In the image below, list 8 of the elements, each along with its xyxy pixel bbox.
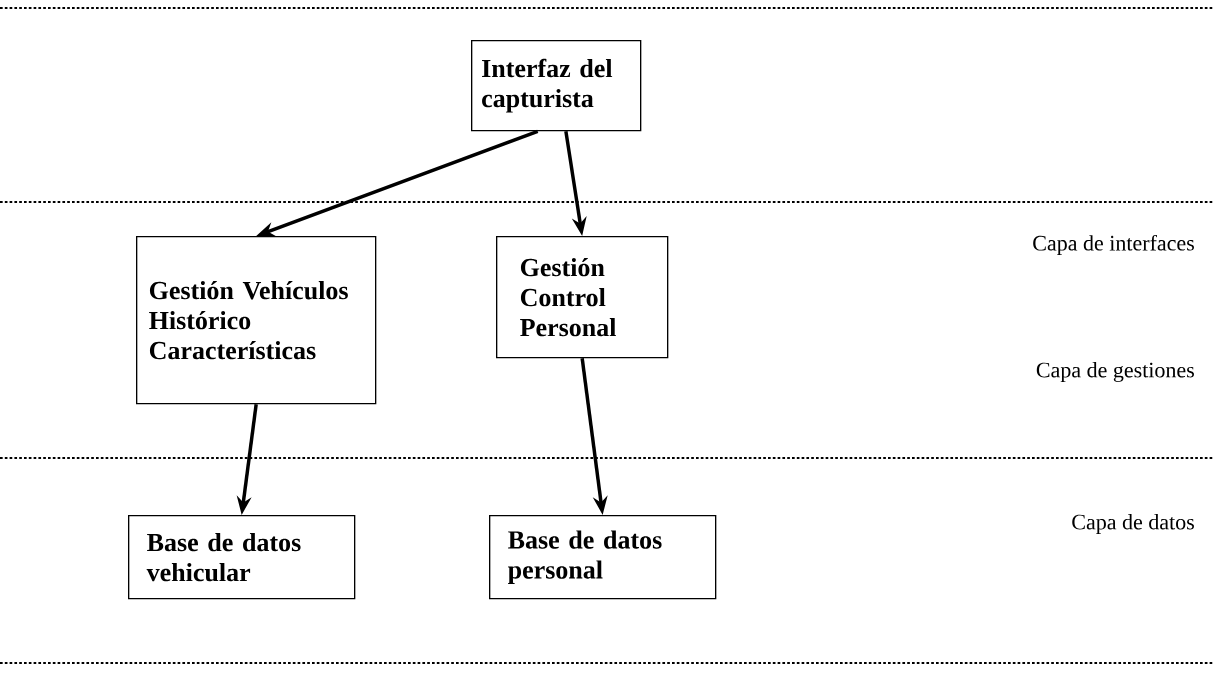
process-box: Base de datos personal: [489, 515, 717, 600]
process-box: Base de datos vehicular: [128, 515, 356, 600]
layer-label: Capa de datos: [1072, 514, 1194, 534]
process-box: Gestión Control Personal: [496, 236, 669, 359]
layer-label: Capa de gestiones: [1036, 362, 1194, 382]
layer-label: Capa de interfaces: [1033, 234, 1194, 256]
process-box: Gestión Vehículos Histórico Características: [136, 236, 377, 405]
process-box: Interfaz del capturista: [471, 40, 642, 132]
